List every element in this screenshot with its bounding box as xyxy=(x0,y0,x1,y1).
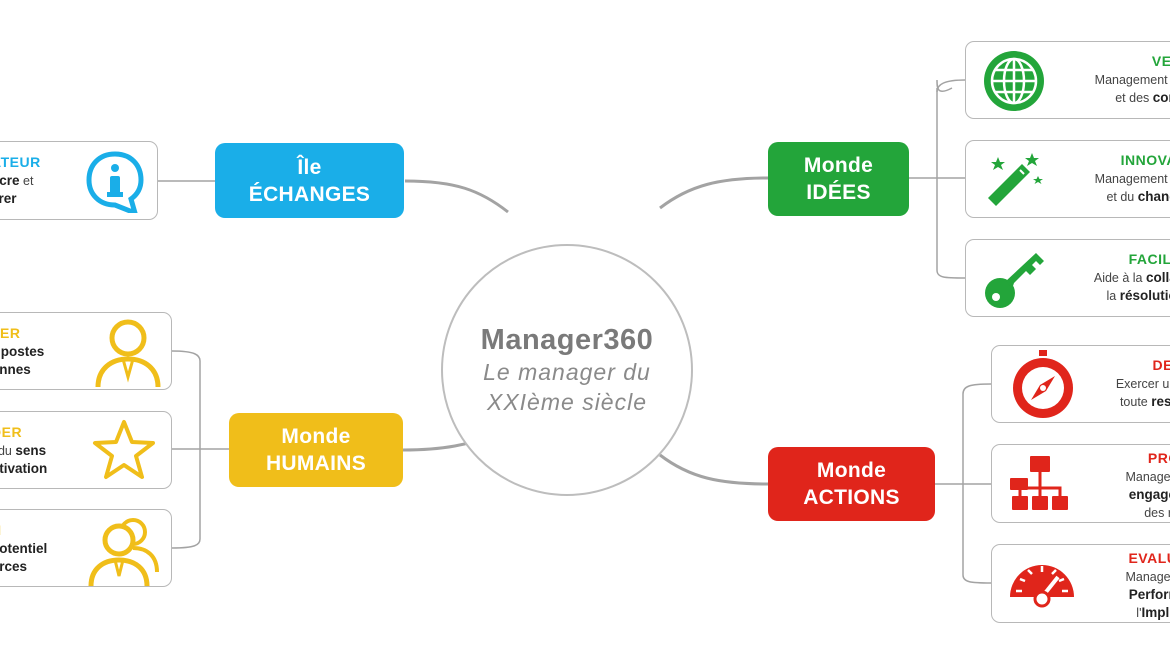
central-topic[interactable]: Manager360 Le manager du XXIème siècle xyxy=(441,244,693,496)
card-staffer-title: LER xyxy=(0,325,21,341)
card-evaluation[interactable]: EVALUA Manageme Performa l'Implica xyxy=(991,544,1170,623)
hub-monde-actions[interactable]: Monde ACTIONS xyxy=(768,447,935,521)
card-innovation-text2: et du xyxy=(1106,190,1138,204)
hub-monde-humains[interactable]: Monde HUMAINS xyxy=(229,413,403,487)
card-decision-text4: respo xyxy=(1151,394,1170,409)
card-innovation-text: Management de xyxy=(1094,172,1170,186)
card-evaluation-text: Manageme xyxy=(1125,570,1170,584)
globe-icon xyxy=(984,51,1044,111)
card-developper-title: H xyxy=(0,520,47,540)
card-facilitation[interactable]: FACILIT Aide à la collab la résolution xyxy=(965,239,1170,317)
card-veille-text: Management de xyxy=(1094,73,1170,87)
person-tie-icon xyxy=(95,319,161,387)
card-evaluation-text4: Implica xyxy=(1141,605,1170,620)
card-staffer-text2: postes xyxy=(0,344,45,359)
info-bubble-icon xyxy=(86,151,144,213)
org-chart-icon xyxy=(1010,456,1068,510)
central-subtitle-line1: Le manager du xyxy=(483,358,651,385)
card-decision-text3: toute xyxy=(1119,395,1152,409)
card-guider-text2: sens xyxy=(15,443,47,458)
card-innovation-text3: change xyxy=(1137,189,1170,204)
card-guider-text3: otivation xyxy=(0,461,48,476)
gauge-icon xyxy=(1010,565,1074,608)
card-projet-title: PROJ xyxy=(1147,450,1170,466)
central-title: Manager360 xyxy=(480,323,654,356)
card-guider[interactable]: DER t du sens otivation xyxy=(0,411,172,489)
card-evaluation-text2: Performa xyxy=(1128,587,1170,602)
hub-echanges-line2: ÉCHANGES xyxy=(248,182,371,206)
card-developper-text: potentiel xyxy=(0,541,48,556)
hub-actions-line2: ACTIONS xyxy=(803,486,900,509)
compass-icon xyxy=(1013,350,1073,418)
card-informateur-text2: et xyxy=(19,174,34,188)
card-guider-text: t du xyxy=(0,444,12,458)
card-projet-text2: engagem xyxy=(1128,487,1170,502)
card-veille-text3: conn xyxy=(1152,90,1170,105)
card-facilitation-text: Aide à la xyxy=(1093,271,1146,285)
card-informateur-title: ATEUR xyxy=(0,154,41,170)
central-subtitle-line2: XXIème siècle xyxy=(486,388,647,415)
star-icon xyxy=(93,420,155,479)
magic-wand-icon xyxy=(988,153,1043,206)
card-decision[interactable]: DECI Exercer un p toute respo xyxy=(991,345,1170,423)
hub-monde-idees[interactable]: Monde IDÉES xyxy=(768,142,909,216)
card-evaluation-title: EVALUA xyxy=(1128,550,1170,566)
hub-idees-line1: Monde xyxy=(803,154,874,177)
key-icon xyxy=(985,253,1044,308)
card-veille[interactable]: VEIL Management de et des conn xyxy=(965,41,1170,119)
card-informateur[interactable]: ATEUR ncre et érer xyxy=(0,141,158,220)
hub-idees-line2: IDÉES xyxy=(806,181,871,204)
card-projet[interactable]: PROJ Manageme engagem des risq xyxy=(991,444,1170,523)
card-decision-text: Exercer un xyxy=(1115,377,1170,391)
card-informateur-text: ncre xyxy=(0,173,20,188)
card-innovation[interactable]: INNOVAT Management de et du change xyxy=(965,140,1170,218)
card-veille-text2: et des xyxy=(1115,91,1153,105)
card-facilitation-text3: la xyxy=(1106,289,1120,303)
card-informateur-text3: érer xyxy=(0,191,17,206)
hub-humains-line2: HUMAINS xyxy=(265,452,367,475)
card-projet-text3: des risq xyxy=(1144,506,1170,520)
card-decision-title: DECI xyxy=(1152,357,1170,373)
hub-humains-line1: Monde xyxy=(281,425,351,448)
hub-echanges-line1: Île xyxy=(297,155,322,179)
card-facilitation-title: FACILIT xyxy=(1128,251,1170,267)
group-people-icon xyxy=(88,518,159,586)
hub-ile-echanges[interactable]: Île ÉCHANGES xyxy=(215,143,404,218)
card-evaluation-text3: l' xyxy=(1136,606,1142,620)
card-innovation-title: INNOVAT xyxy=(1120,152,1170,168)
card-staffer-text3: onnes xyxy=(0,362,31,377)
card-facilitation-text2: collab xyxy=(1145,270,1170,285)
card-developper[interactable]: H potentiel urces xyxy=(0,509,172,587)
hub-actions-line1: Monde xyxy=(816,459,887,482)
card-facilitation-text4: résolution xyxy=(1119,288,1170,303)
card-staffer[interactable]: LER s postes onnes xyxy=(0,312,172,390)
card-veille-title: VEIL xyxy=(1151,53,1170,69)
card-projet-text: Manageme xyxy=(1125,470,1170,484)
card-guider-title: DER xyxy=(0,424,23,440)
card-developper-text2: urces xyxy=(0,559,28,574)
